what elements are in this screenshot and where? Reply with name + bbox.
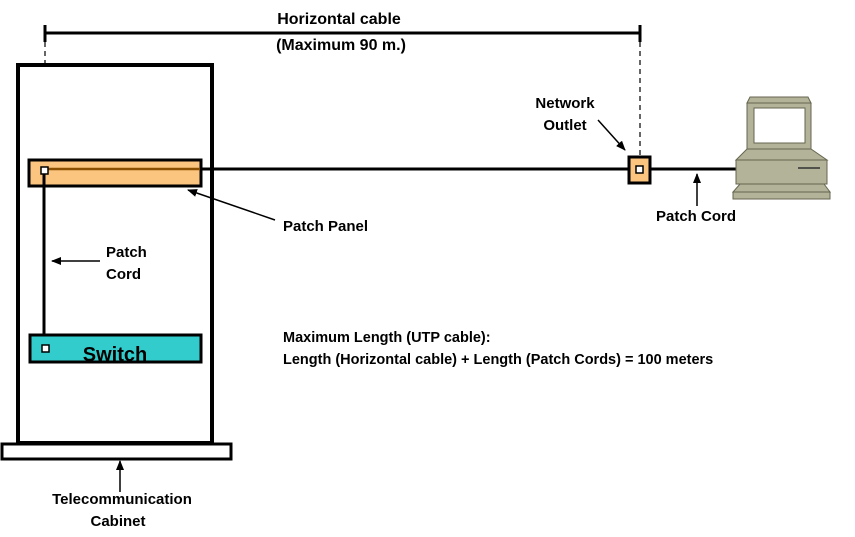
patch-cord-left-label-1: Patch	[106, 244, 147, 261]
patch-cord-right-label: Patch Cord	[656, 208, 736, 225]
note-line2: Length (Horizontal cable) + Length (Patc…	[283, 352, 713, 368]
computer-icon	[731, 96, 831, 200]
patch-panel-arrow	[187, 189, 276, 221]
note-line1: Maximum Length (UTP cable):	[283, 330, 491, 346]
patch-cord-left-label-2: Cord	[106, 266, 141, 283]
patch-panel-port	[40, 166, 49, 175]
cabinet-base	[0, 442, 233, 461]
title-line1: Horizontal cable	[277, 11, 401, 28]
telecommunication-cabinet	[16, 63, 214, 445]
cabinet-label-2: Cabinet	[90, 513, 145, 530]
network-outlet-arrow	[597, 119, 626, 151]
network-outlet-label-2: Outlet	[543, 117, 586, 134]
title-line2: (Maximum 90 m.)	[276, 37, 406, 54]
patch-panel-label: Patch Panel	[283, 218, 368, 235]
network-outlet-port	[635, 165, 644, 174]
network-outlet-label-1: Network	[535, 95, 595, 112]
patch-panel	[27, 158, 203, 188]
switch-label: Switch	[83, 344, 147, 366]
switch	[28, 333, 203, 364]
switch-port	[41, 344, 50, 353]
cabinet-label-1: Telecommunication	[52, 491, 192, 508]
